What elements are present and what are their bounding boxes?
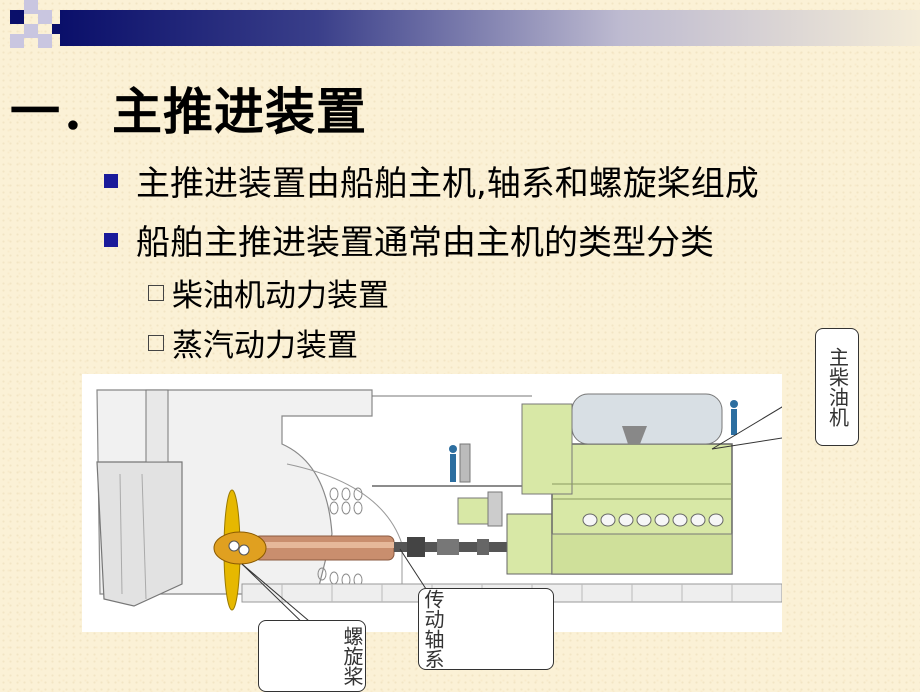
sub-bullet-text: 柴油机动力装置 <box>172 278 389 314</box>
header-bar <box>60 10 920 46</box>
bullet-item: 主推进装置由船舶主机,轴系和螺旋桨组成 <box>104 156 759 205</box>
bullet-square-icon <box>104 232 118 247</box>
callout-propeller: 螺旋桨 <box>258 620 366 692</box>
hollow-square-icon <box>148 334 164 351</box>
bullet-square-icon <box>104 173 118 188</box>
callout-shaft: 传动轴系 <box>418 588 554 670</box>
bullet-text: 船舶主推进装置通常由主机的类型分类 <box>136 223 714 263</box>
callout-main-engine: 主柴油机 <box>815 328 859 446</box>
bullet-item: 船舶主推进装置通常由主机的类型分类 <box>104 215 714 264</box>
sub-bullet-item: 柴油机动力装置 <box>148 270 389 315</box>
corner-decoration <box>10 0 62 48</box>
bullet-text: 主推进装置由船舶主机,轴系和螺旋桨组成 <box>136 164 759 204</box>
hollow-square-icon <box>148 284 164 301</box>
sub-bullet-text: 蒸汽动力装置 <box>172 328 358 364</box>
sub-bullet-item: 蒸汽动力装置 <box>148 320 358 365</box>
slide-title: 一．主推进装置 <box>10 83 367 141</box>
